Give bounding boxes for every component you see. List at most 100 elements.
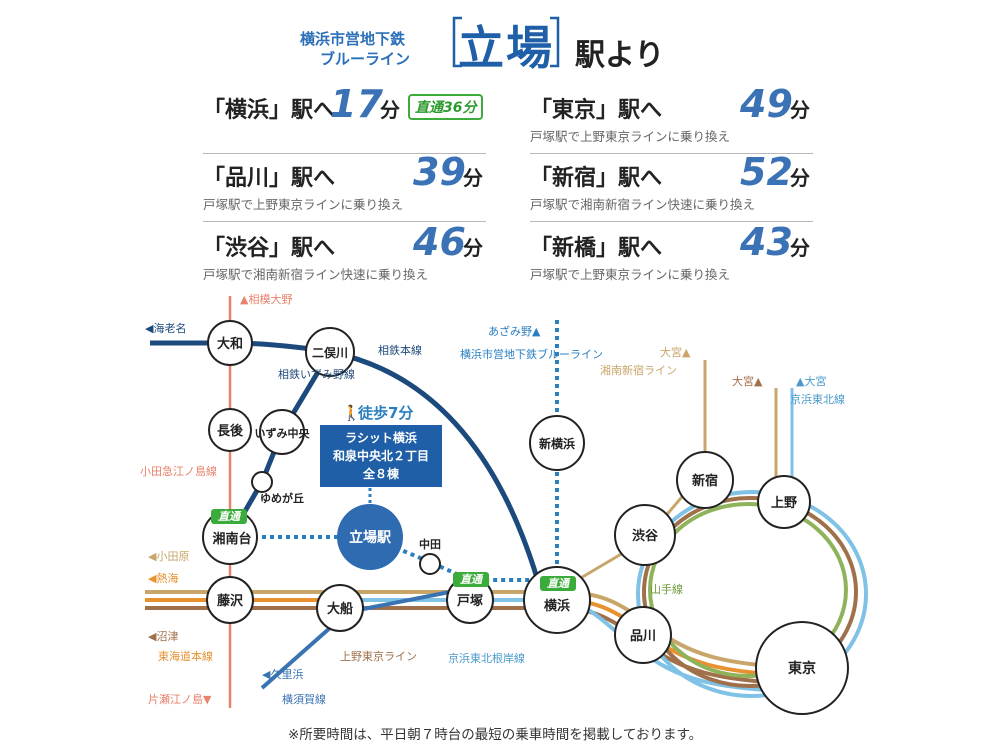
direction-katase: 片瀬江ノ島▼ (148, 692, 212, 706)
footnote: ※所要時間は、平日朝７時台の最短の乗車時間を掲載しております。 (288, 727, 703, 743)
line-label-shonan-shinjuku: 湘南新宿ライン (600, 363, 677, 377)
direction-azamino: あざみ野▲ (488, 324, 541, 338)
station-brackets (452, 16, 560, 68)
route-destination: 「新橋」駅へ (530, 236, 663, 261)
route-row-shimbashi: 「新橋」駅へ 43 分 戸塚駅で上野東京ラインに乗り換え (530, 220, 813, 286)
row-divider (203, 153, 486, 154)
route-row-shibuya: 「渋谷」駅へ 46 分 戸塚駅で湘南新宿ライン快速に乗り換え (203, 220, 486, 286)
direct-badge-text: 直通 (460, 573, 484, 586)
property-name: ラシット横浜 (345, 430, 417, 445)
route-transfer-note: 戸塚駅で上野東京ラインに乗り換え (203, 197, 404, 212)
row-divider (530, 221, 813, 222)
route-destination: 「品川」駅へ (203, 166, 336, 191)
route-row-tokyo: 「東京」駅へ 49 分 戸塚駅で上野東京ラインに乗り換え (530, 82, 813, 154)
route-minutes: 39 (413, 150, 466, 194)
walk-icon: 🚶 (342, 404, 361, 422)
line-label-sotetsu-main: 相鉄本線 (378, 343, 422, 357)
line-label-yamanote: 山手線 (650, 582, 683, 596)
station-shinagawa (614, 606, 672, 664)
station-label-shinjuku: 新宿 (692, 473, 718, 489)
property-callout: 🚶 徒歩7分 ラシット横浜 和泉中央北２丁目 全８棟 (320, 404, 442, 487)
station-label-tateba: 立場駅 (349, 529, 392, 546)
route-row-shinjuku: 「新宿」駅へ 52 分 戸塚駅で湘南新宿ライン快速に乗り換え (530, 150, 813, 222)
station-label-shinyokohama: 新横浜 (539, 436, 575, 451)
sotetsu-main-line (150, 340, 543, 589)
station-nagago (208, 408, 252, 452)
route-minutes-unit: 分 (790, 98, 810, 122)
direct-badge-totsuka (453, 572, 489, 587)
direction-odawara: ◀小田原 (148, 550, 189, 563)
shonan-shinjuku-line (556, 360, 707, 594)
station-yamato (207, 320, 253, 366)
route-minutes-unit: 分 (463, 166, 483, 190)
station-label-tokyo: 東京 (788, 660, 816, 677)
station-tateba (337, 504, 403, 570)
route-minutes-unit: 分 (790, 166, 810, 190)
route-minutes-unit: 分 (790, 236, 810, 260)
direct-time-badge: 直通36分 (408, 94, 484, 120)
property-address: 和泉中央北２丁目 (332, 448, 429, 463)
station-ofuna (316, 584, 364, 632)
station-label-ofuna: 大船 (327, 601, 353, 617)
sotetsu-izumino-line (227, 350, 333, 539)
station-label-fujisawa: 藤沢 (217, 593, 244, 609)
line-label-ueno-tokyo: 上野東京ライン (340, 649, 417, 663)
station-yumegaoka (251, 471, 273, 493)
direction-omiya-shonan: 大宮▲ (660, 345, 691, 359)
route-minutes-unit: 分 (463, 236, 483, 260)
direction-omiya-tokaido: 大宮▲ (732, 374, 763, 388)
line-label-sotetsu: 相鉄いずみ野線 (278, 367, 355, 381)
route-destination: 「渋谷」駅へ (203, 236, 336, 261)
route-transfer-note: 戸塚駅で湘南新宿ライン快速に乗り換え (203, 267, 429, 282)
station-label-shibuya: 渋谷 (632, 528, 659, 544)
station-label-ueno: 上野 (771, 496, 797, 511)
station-shinjuku (676, 451, 734, 509)
route-minutes-unit: 分 (380, 98, 400, 122)
route-destination: 「東京」駅へ (530, 98, 663, 123)
station-shinyokohama (529, 415, 585, 471)
direction-sagami-ono: ▲相模大野 (240, 292, 292, 306)
direction-ebina: ◀海老名 (145, 321, 186, 335)
station-label-izumichuo: いずみ中央 (255, 426, 311, 440)
station-label-yamato: 大和 (217, 336, 243, 352)
yamanote-loop (636, 490, 868, 698)
route-minutes: 49 (740, 82, 793, 126)
station-tokyo (755, 621, 849, 715)
walk-time: 徒歩7分 (357, 404, 413, 422)
route-row-yokohama: 「横浜」駅へ 17 分 直通36分 (203, 82, 486, 154)
route-destination: 「新宿」駅へ (530, 166, 663, 191)
origin-station-name: 立場 (458, 21, 554, 75)
direct-badge-yokohama (540, 576, 576, 591)
line-label-yokosuka: 横須賀線 (282, 692, 326, 706)
station-ueno (757, 475, 811, 529)
row-divider (203, 221, 486, 222)
direction-omiya-keihin: ▲大宮 (796, 374, 826, 388)
route-minutes: 17 (330, 82, 383, 126)
callout-box (320, 425, 442, 487)
line-label-blue-line: 横浜市営地下鉄ブルーライン (460, 347, 603, 361)
station-futamatagawa (305, 327, 355, 377)
direct-badge-text: 直通 (547, 577, 571, 590)
station-label-nakata: 中田 (419, 537, 441, 551)
station-label-nagago: 長後 (217, 423, 244, 439)
line-label-tokaido: 東海道本線 (158, 649, 213, 663)
direct-badge-text: 直通 (218, 510, 242, 523)
property-units: 全８棟 (362, 466, 400, 481)
station-label-yumegaoka: ゆめが丘 (260, 491, 304, 505)
line-label-keihin-north: 京浜東北線 (790, 392, 845, 406)
route-transfer-note: 戸塚駅で湘南新宿ライン快速に乗り換え (530, 197, 756, 212)
line-label-keihin-negishi: 京浜東北根岸線 (448, 651, 525, 665)
header-line-name-1: 横浜市営地下鉄 (300, 30, 406, 48)
route-destination: 「横浜」駅へ (203, 98, 336, 123)
station-label-totsuka: 戸塚 (457, 594, 483, 609)
station-label-futamatagawa: 二俣川 (312, 345, 348, 360)
station-label-yokohama: 横浜 (544, 598, 570, 614)
station-izumichuo (259, 409, 305, 455)
direction-numazu: ◀沼津 (148, 629, 178, 643)
station-label-shinagawa: 品川 (630, 629, 656, 644)
line-label-odakyu: 小田急江ノ島線 (140, 464, 217, 478)
route-minutes: 46 (413, 220, 466, 264)
direction-atami: ◀熱海 (148, 571, 178, 585)
route-transfer-note: 戸塚駅で上野東京ラインに乗り換え (530, 129, 731, 144)
